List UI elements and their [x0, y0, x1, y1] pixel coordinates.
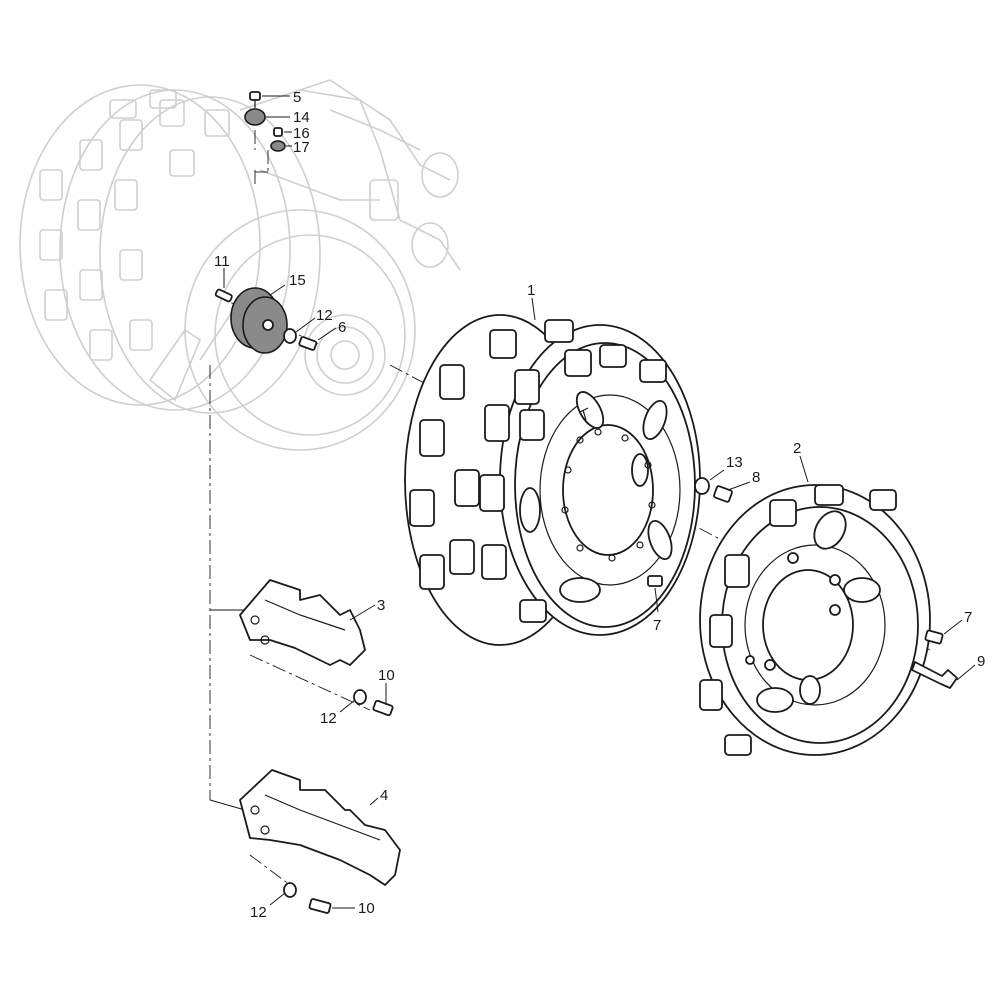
background-drive-assembly: [19, 79, 461, 451]
callout-10-bottom: 10: [358, 900, 375, 917]
leader-lines: [223, 95, 976, 909]
callout-15: 15: [289, 272, 306, 289]
part-7-bolt-rim: [924, 629, 944, 645]
part-7-bolt-wheel: [647, 575, 663, 587]
callout-9: 9: [977, 653, 985, 670]
part-2-outer-rim: [699, 484, 931, 756]
part-12-washer-bottom: [283, 882, 297, 898]
callout-11: 11: [214, 253, 230, 270]
callout-13: 13: [726, 454, 743, 471]
part-9-long-bolt: [911, 661, 958, 689]
part-10-bolt-bottom: [308, 898, 332, 914]
callout-1: 1: [527, 282, 535, 299]
callout-16: 16: [293, 125, 310, 142]
part-12-washer-top: [283, 328, 297, 344]
part-16-screw: [273, 127, 283, 137]
callout-3: 3: [377, 597, 385, 614]
part-5-screw: [249, 91, 261, 108]
part-4-bracket: [239, 769, 401, 886]
callout-12-bottom: 12: [250, 904, 267, 921]
callout-7-rim: 7: [964, 609, 972, 626]
part-8-bolt: [713, 485, 733, 503]
part-3-bracket: [239, 579, 366, 666]
callout-8: 8: [752, 469, 760, 486]
part-6-bolt: [298, 336, 318, 351]
callout-5: 5: [293, 89, 301, 106]
part-12-washer-mid: [353, 689, 367, 705]
wheel-marker-icon: [579, 407, 589, 421]
callout-2: 2: [793, 440, 801, 457]
part-1-track-wheel: [404, 314, 701, 646]
callout-17: 17: [293, 139, 310, 156]
callout-10-mid: 10: [378, 667, 395, 684]
callout-6: 6: [338, 319, 346, 336]
callout-labels: 5 14 16 17 11 15 12 6 1 2 13 8 7 7 9 3 4…: [214, 89, 985, 921]
callout-12-mid: 12: [320, 710, 337, 727]
callout-14: 14: [293, 109, 310, 126]
part-13-washer: [694, 477, 710, 495]
part-17-nut: [270, 140, 286, 152]
callout-4: 4: [380, 787, 388, 804]
part-11-pin: [214, 288, 233, 303]
part-10-bolt-mid: [372, 699, 394, 717]
callout-7-wheel: 7: [653, 617, 661, 634]
part-14-bushing: [244, 108, 266, 126]
callout-12-top: 12: [316, 307, 333, 324]
part-15-roller: [230, 287, 288, 354]
